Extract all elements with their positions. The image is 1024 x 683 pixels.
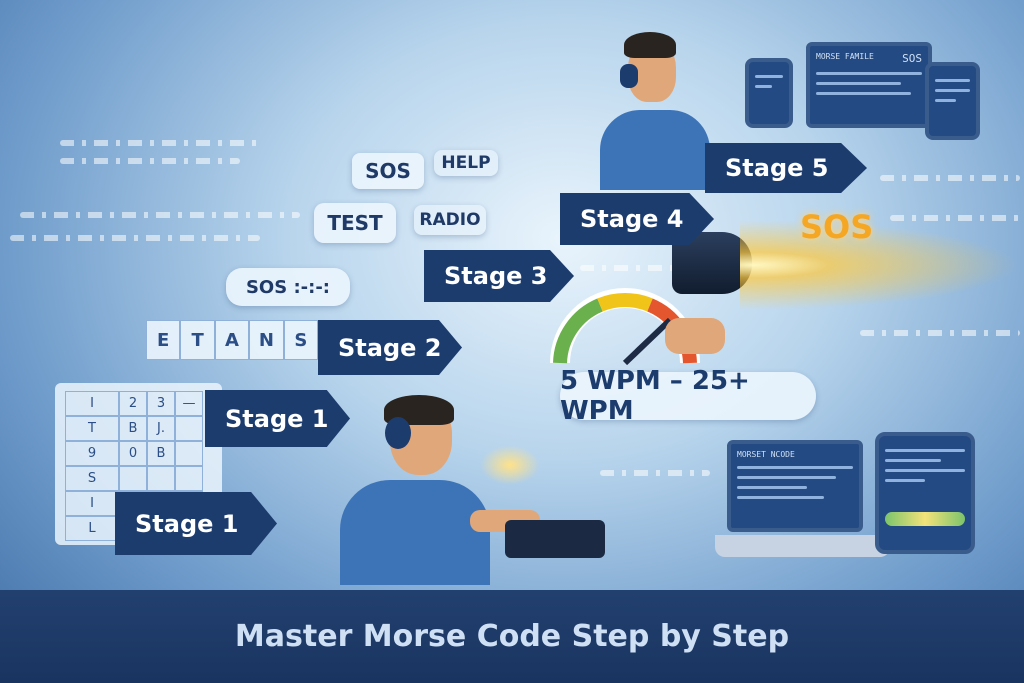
stage-5-banner: Stage 5 [705,143,867,193]
table-cell: 9 [65,441,119,466]
phone [745,58,793,128]
footer-band: Master Morse Code Step by Step [0,590,1024,683]
table-cell: 3 [147,391,175,416]
stage-3-banner: Stage 3 [424,250,574,302]
flash-sos-text: SOS [800,208,874,246]
stage-1-banner-lower: Stage 1 [115,492,277,555]
sound-waves [480,445,540,485]
table-cell [119,466,147,491]
person-with-headphones-bottom [330,395,550,585]
morse-dashes [10,235,260,241]
table-cell: 2 [119,391,147,416]
laptop-title: MORSET NCODE [737,450,795,459]
table-cell: — [175,391,203,416]
bubble-sos-code: SOS :-:-: [226,268,350,306]
morse-dashes [600,470,710,476]
bubble-test: TEST [314,203,396,243]
light-beam [740,220,1020,310]
table-cell: T [65,416,119,441]
stage-4-banner: Stage 4 [560,193,714,245]
table-cell [147,466,175,491]
morse-dashes [880,175,1020,181]
table-cell [175,441,203,466]
letter-cell: T [180,320,215,360]
morse-key-device [505,520,605,558]
morse-dashes [890,215,1020,221]
morse-dashes [60,140,260,146]
tablet-bottom [875,432,975,554]
footer-title: Master Morse Code Step by Step [234,619,790,654]
table-cell [175,466,203,491]
morse-dashes [860,330,1020,336]
table-cell: J. [147,416,175,441]
letter-cell: N [249,320,284,360]
morse-dashes [60,158,240,164]
speed-range-label: 5 WPM – 25+ WPM [560,366,816,426]
monitor-code: SOS [902,52,922,65]
laptop: MORSET NCODE [727,440,863,532]
table-cell: L [65,516,119,541]
letter-cell: S [283,320,319,360]
letter-cell: A [214,320,250,360]
headphones-icon [385,417,411,449]
monitor: MORSE FAMILE SOS [806,42,932,128]
laptop-base [715,535,890,557]
table-cell: B [147,441,175,466]
gauge-needle [622,317,673,366]
table-cell: B [119,416,147,441]
table-cell: S [65,466,119,491]
letters-strip: E T A N S [146,320,319,360]
tablet [925,62,980,140]
stage-1-banner: Stage 1 [205,390,350,447]
letter-cell: E [146,320,181,360]
table-cell: I [65,391,119,416]
bubble-radio: RADIO [414,205,486,235]
morse-dashes [580,265,680,271]
bubble-sos: SOS [352,153,424,189]
table-cell: 0 [119,441,147,466]
headphones-icon [620,64,638,88]
hand [665,318,725,354]
person-with-headphones-top [600,30,710,190]
morse-dashes [20,212,300,218]
bubble-help: HELP [434,150,498,176]
progress-bar [885,512,965,526]
table-cell: I [65,491,119,516]
monitor-title: MORSE FAMILE [816,52,874,61]
table-cell [175,416,203,441]
stage-2-banner: Stage 2 [318,320,462,375]
